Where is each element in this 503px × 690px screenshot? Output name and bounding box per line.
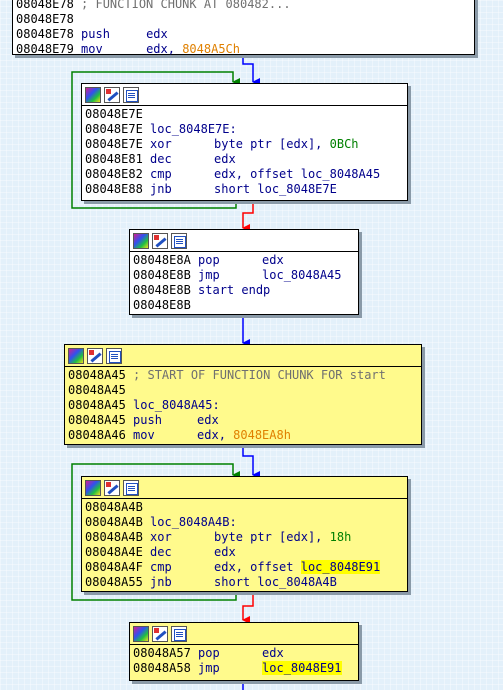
graph-icon[interactable] xyxy=(68,347,84,364)
code-line: 08048E7E loc_8048E7E: xyxy=(85,122,237,136)
graph-icon[interactable] xyxy=(85,479,101,496)
code-line: 08048A4B xyxy=(85,500,143,514)
edit-icon[interactable] xyxy=(87,347,103,364)
code-line: 08048A45 ; START OF FUNCTION CHUNK FOR s… xyxy=(68,368,386,382)
block-header xyxy=(65,345,421,367)
edit-icon[interactable] xyxy=(104,479,120,496)
graph-icon[interactable] xyxy=(133,625,149,642)
block-header xyxy=(82,84,407,106)
code-line: 08048E8B xyxy=(133,298,191,312)
graph-icon[interactable] xyxy=(133,232,149,249)
block-header xyxy=(130,230,358,252)
code-block-top[interactable]: 08048E78 ; FUNCTION CHUNK AT 080482... 0… xyxy=(12,0,475,56)
edit-icon[interactable] xyxy=(152,232,168,249)
edit-icon[interactable] xyxy=(104,86,120,103)
edge-block1-to-block2 xyxy=(242,199,254,232)
code-block-loc-8048a45[interactable]: 08048A45 ; START OF FUNCTION CHUNK FOR s… xyxy=(64,344,422,445)
code-block-loc-8048e7e[interactable]: 08048E7E 08048E7E loc_8048E7E: 08048E7E … xyxy=(81,83,408,201)
highlighted-label[interactable]: loc_8048E91 xyxy=(262,661,342,675)
code-line: 08048A45 xyxy=(68,383,126,397)
list-icon[interactable] xyxy=(171,625,187,642)
list-icon[interactable] xyxy=(123,479,139,496)
code-line: 08048E78 ; FUNCTION CHUNK AT 080482... xyxy=(16,0,291,11)
graph-icon[interactable] xyxy=(85,86,101,103)
list-icon[interactable] xyxy=(106,347,122,364)
list-icon[interactable] xyxy=(123,86,139,103)
code-line: 08048E7E xyxy=(85,107,143,121)
highlighted-label[interactable]: loc_8048E91 xyxy=(300,560,381,574)
block-header xyxy=(82,477,407,499)
list-icon[interactable] xyxy=(171,232,187,249)
code-line: 08048E78 xyxy=(16,12,74,26)
edge-block3-to-block4 xyxy=(242,443,260,479)
code-block-loc-8048a4b[interactable]: 08048A4B 08048A4B loc_8048A4B: 08048A4B … xyxy=(81,476,408,592)
code-line: 08048E79 mov edx, 8048A5Ch xyxy=(16,42,240,56)
code-line: 08048E8B start endp xyxy=(133,283,271,297)
code-line: 08048A4B loc_8048A4B: xyxy=(85,515,237,529)
block-header xyxy=(130,623,358,645)
code-line: 08048E78 push edx xyxy=(16,27,168,41)
edge-block4-to-block5 xyxy=(242,590,254,624)
edit-icon[interactable] xyxy=(152,625,168,642)
code-line: 08048A45 loc_8048A45: xyxy=(68,398,220,412)
